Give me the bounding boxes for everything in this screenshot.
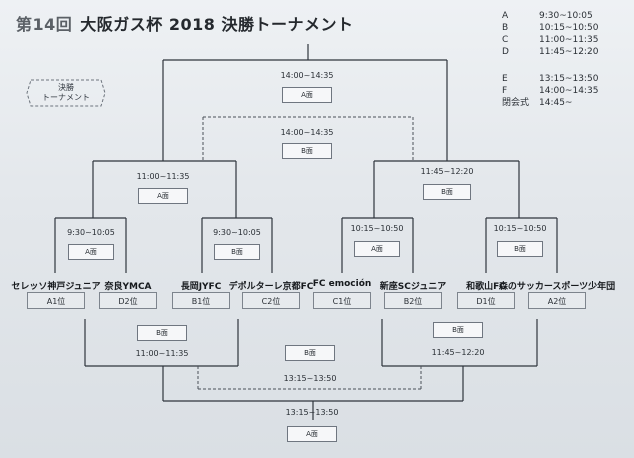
seed-label: B2位 bbox=[384, 292, 442, 309]
team-name: 森のサッカースポーツ少年団 bbox=[498, 282, 616, 292]
schedule-key: F bbox=[502, 86, 508, 96]
lower-mid-court: B面 bbox=[285, 345, 335, 361]
schedule-row-f: F 14:00~14:35 bbox=[500, 85, 630, 97]
seed-label: C2位 bbox=[242, 292, 300, 309]
schedule-key: E bbox=[502, 74, 508, 84]
schedule-row-closing: 閉会式 14:45~ bbox=[500, 97, 630, 109]
qf1-court: A面 bbox=[68, 244, 114, 260]
lower-final-time: 13:15~13:50 bbox=[285, 408, 339, 417]
team-name: 奈良YMCA bbox=[104, 282, 152, 292]
team-name: 長岡JYFC bbox=[180, 282, 222, 292]
final-court: A面 bbox=[282, 87, 332, 103]
lower-left-court: B面 bbox=[137, 325, 187, 341]
schedule-time: 10:15~10:50 bbox=[539, 23, 599, 33]
schedule-key: D bbox=[502, 47, 509, 57]
schedule-row-a: A 9:30~10:05 bbox=[500, 10, 630, 22]
semi-right-time: 11:45~12:20 bbox=[420, 167, 474, 176]
legend-line-1: 決勝 bbox=[58, 83, 74, 92]
qf4-time: 10:15~10:50 bbox=[493, 224, 547, 233]
semi-left-time: 11:00~11:35 bbox=[136, 172, 190, 181]
lower-right-court: B面 bbox=[433, 322, 483, 338]
final-time: 14:00~14:35 bbox=[280, 71, 334, 80]
qf2-court: B面 bbox=[214, 244, 260, 260]
schedule-time: 14:00~14:35 bbox=[539, 86, 599, 96]
semi-left-court: A面 bbox=[138, 188, 188, 204]
qf3-court: A面 bbox=[354, 241, 400, 257]
legend-outline bbox=[26, 79, 106, 107]
seed-label: D1位 bbox=[457, 292, 515, 309]
third-place-court: B面 bbox=[282, 143, 332, 159]
schedule-time: 14:45~ bbox=[539, 98, 573, 108]
schedule-time: 13:15~13:50 bbox=[539, 74, 599, 84]
third-place-time: 14:00~14:35 bbox=[280, 128, 334, 137]
schedule-list: A 9:30~10:05 B 10:15~10:50 C 11:00~11:35… bbox=[500, 10, 630, 109]
team-name: 和歌山FC bbox=[466, 282, 506, 292]
lower-left-time: 11:00~11:35 bbox=[135, 349, 189, 358]
qf4-court: B面 bbox=[497, 241, 543, 257]
schedule-time: 9:30~10:05 bbox=[539, 11, 593, 21]
seed-label: B1位 bbox=[172, 292, 230, 309]
seed-label: A1位 bbox=[27, 292, 85, 309]
seed-label: A2位 bbox=[528, 292, 586, 309]
qf2-time: 9:30~10:05 bbox=[213, 228, 261, 237]
schedule-row-d: D 11:45~12:20 bbox=[500, 46, 630, 58]
lower-mid-time: 13:15~13:50 bbox=[283, 374, 337, 383]
qf1-time: 9:30~10:05 bbox=[67, 228, 115, 237]
team-name: FC emoción bbox=[312, 279, 372, 289]
schedule-row-e: E 13:15~13:50 bbox=[500, 73, 630, 85]
seed-label: C1位 bbox=[313, 292, 371, 309]
schedule-row-b: B 10:15~10:50 bbox=[500, 22, 630, 34]
legend-label: 決勝 トーナメント bbox=[25, 83, 107, 103]
schedule-time: 11:00~11:35 bbox=[539, 35, 599, 45]
team-name: デポルターレ京都FC bbox=[228, 282, 314, 292]
schedule-key: 閉会式 bbox=[502, 98, 530, 108]
legend-badge: 決勝 トーナメント bbox=[25, 78, 107, 108]
seed-label: D2位 bbox=[99, 292, 157, 309]
team-name: 新座SCジュニア bbox=[379, 282, 447, 292]
lower-right-time: 11:45~12:20 bbox=[431, 348, 485, 357]
schedule-key: B bbox=[502, 23, 509, 33]
legend-line-2: トーナメント bbox=[42, 93, 90, 102]
schedule-key: C bbox=[502, 35, 509, 45]
team-name: セレッソ神戸ジュニア bbox=[11, 282, 101, 292]
lower-final-court: A面 bbox=[287, 426, 337, 442]
edition-number: 第14回 bbox=[16, 15, 73, 34]
qf3-time: 10:15~10:50 bbox=[350, 224, 404, 233]
schedule-time: 11:45~12:20 bbox=[539, 47, 599, 57]
page-title: 第14回大阪ガス杯 2018 決勝トーナメント bbox=[16, 11, 353, 35]
schedule-key: A bbox=[502, 11, 509, 21]
tournament-title: 大阪ガス杯 2018 決勝トーナメント bbox=[80, 15, 354, 34]
semi-right-court: B面 bbox=[423, 184, 471, 200]
schedule-row-c: C 11:00~11:35 bbox=[500, 34, 630, 46]
